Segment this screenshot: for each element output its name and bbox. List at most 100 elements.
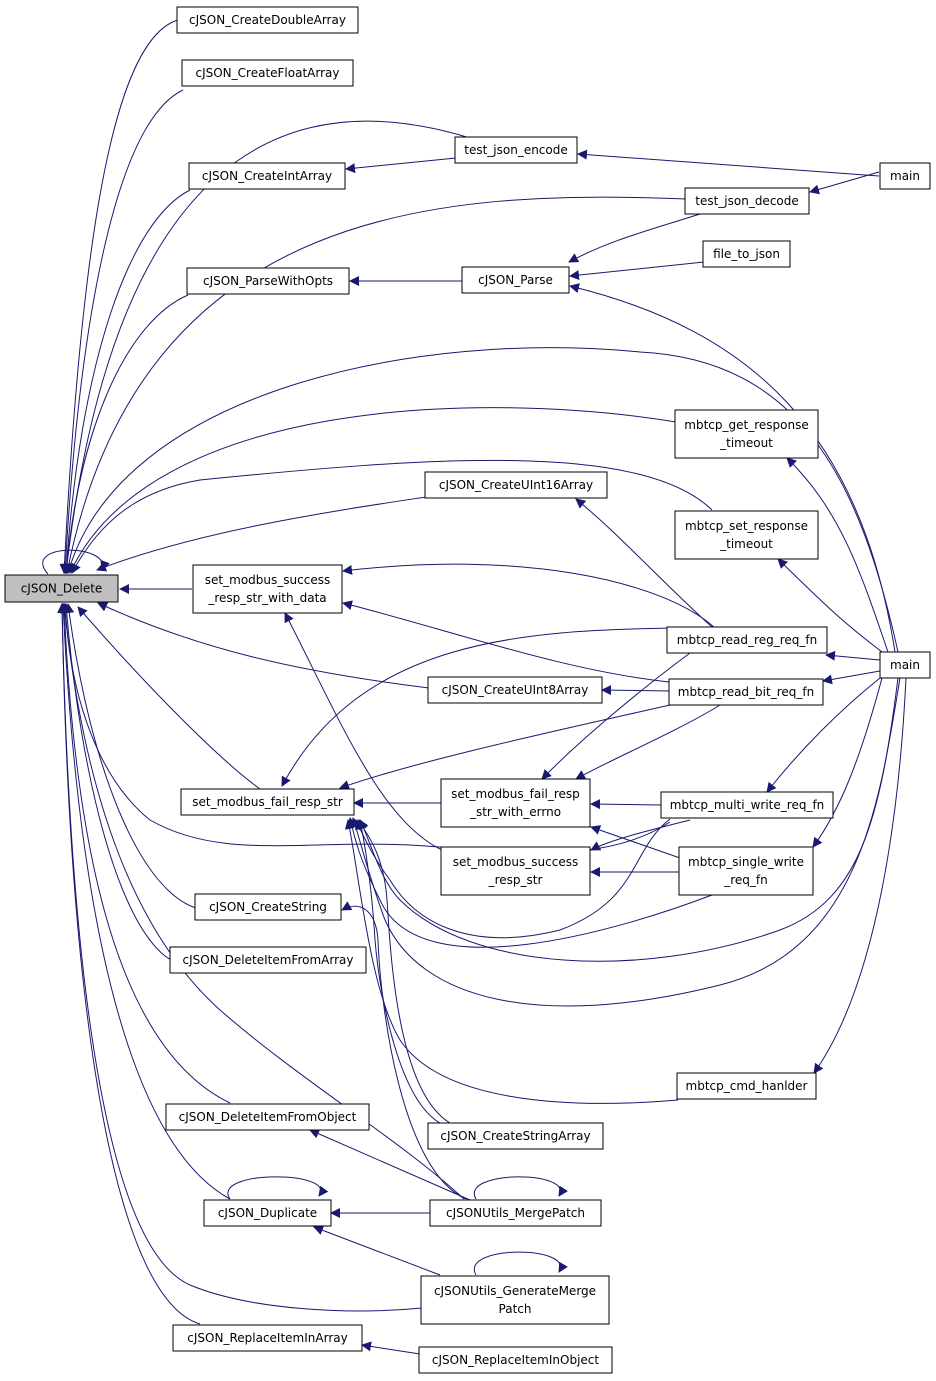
function-node-set-timeout[interactable]: mbtcp_set_response _timeout bbox=[674, 510, 819, 560]
call-edge-successResp bbox=[284, 612, 443, 851]
function-node-success-data[interactable]: set_modbus_success_resp_str_with_data bbox=[192, 564, 343, 614]
call-edge-genMerge bbox=[473, 1251, 568, 1276]
function-node-uint8[interactable]: cJSON_CreateUInt8Array bbox=[427, 676, 603, 704]
call-edge-main2 bbox=[777, 558, 883, 653]
call-edge-readReg bbox=[342, 563, 715, 628]
node-box bbox=[420, 1275, 610, 1325]
function-node-create-int[interactable]: cJSON_CreateIntArray bbox=[188, 162, 346, 190]
call-edge-jsonDecode bbox=[568, 213, 701, 263]
node-box bbox=[188, 162, 346, 190]
function-node-string-array[interactable]: cJSON_CreateStringArray bbox=[427, 1122, 604, 1150]
function-node-replace-obj[interactable]: cJSON_ReplaceItemInObject bbox=[418, 1346, 613, 1374]
node-label: set_modbus_fail_resp_str bbox=[192, 795, 343, 809]
call-edge-parseOpts bbox=[61, 294, 189, 574]
function-nodes: cJSON_Delete cJSON_CreateDoubleArray cJSON… bbox=[4, 6, 931, 1374]
function-node-create-double[interactable]: cJSON_CreateDoubleArray bbox=[176, 6, 359, 34]
function-node-success-resp[interactable]: set_modbus_success_resp_str bbox=[440, 846, 591, 896]
call-edge-singleWrite bbox=[347, 817, 713, 948]
function-node-multi-write[interactable]: mbtcp_multi_write_req_fn bbox=[660, 791, 834, 819]
call-edge-delFromArr bbox=[61, 603, 172, 961]
node-label: _str_with_errno bbox=[469, 805, 561, 819]
node-label: mbtcp_read_reg_req_fn bbox=[677, 633, 817, 647]
node-label: mbtcp_get_response bbox=[684, 418, 808, 432]
node-label: file_to_json bbox=[713, 247, 780, 261]
call-edge-genMerge bbox=[57, 603, 423, 1312]
call-edge-getTimeout bbox=[69, 407, 677, 574]
function-node-del-from-obj[interactable]: cJSON_DeleteItemFromObject bbox=[165, 1103, 370, 1131]
function-node-delete[interactable]: cJSON_Delete bbox=[4, 574, 119, 603]
call-edge-main2 bbox=[65, 347, 899, 653]
call-edge-uint16 bbox=[96, 496, 427, 572]
call-edge-main2 bbox=[825, 650, 881, 661]
function-node-duplicate[interactable]: cJSON_Duplicate bbox=[203, 1199, 332, 1227]
function-node-json-decode[interactable]: test_json_decode bbox=[684, 187, 810, 215]
call-edge-mergePatch bbox=[473, 1176, 568, 1200]
node-label: mbtcp_multi_write_req_fn bbox=[670, 798, 825, 812]
function-node-parse[interactable]: cJSON_Parse bbox=[461, 266, 570, 294]
node-label: cJSON_Duplicate bbox=[218, 1206, 317, 1220]
node-box bbox=[440, 846, 591, 896]
function-node-main2[interactable]: main bbox=[879, 651, 931, 679]
node-label: test_json_encode bbox=[464, 143, 568, 157]
function-node-del-from-arr[interactable]: cJSON_DeleteItemFromArray bbox=[169, 946, 367, 974]
call-edge-uint8 bbox=[97, 602, 430, 689]
function-node-read-reg[interactable]: mbtcp_read_reg_req_fn bbox=[666, 626, 828, 654]
call-edge-main2 bbox=[812, 677, 883, 848]
function-node-create-string[interactable]: cJSON_CreateString bbox=[194, 893, 342, 921]
function-node-cmd-handler[interactable]: mbtcp_cmd_hanlder bbox=[676, 1072, 817, 1100]
call-edge-replaceArr bbox=[57, 603, 201, 1325]
function-node-file-to-json[interactable]: file_to_json bbox=[702, 240, 791, 268]
function-node-fail-errno[interactable]: set_modbus_fail_resp_str_with_errno bbox=[440, 778, 591, 828]
function-node-create-float[interactable]: cJSON_CreateFloatArray bbox=[181, 59, 354, 87]
call-edge-genMerge bbox=[313, 1225, 441, 1276]
node-label: cJSON_CreateFloatArray bbox=[195, 66, 339, 80]
node-label: mbtcp_set_response bbox=[685, 519, 808, 533]
node-box bbox=[676, 1072, 817, 1100]
call-edge-createFloat bbox=[60, 89, 184, 574]
function-node-uint16[interactable]: cJSON_CreateUInt16Array bbox=[424, 471, 608, 499]
node-box bbox=[678, 846, 814, 896]
call-edge-mergePatch bbox=[309, 1129, 471, 1201]
function-node-parse-opts[interactable]: cJSON_ParseWithOpts bbox=[186, 267, 350, 295]
node-label: cJSON_DeleteItemFromArray bbox=[183, 953, 354, 967]
node-label: cJSON_ReplaceItemInArray bbox=[187, 1331, 347, 1345]
function-node-read-bit[interactable]: mbtcp_read_bit_req_fn bbox=[668, 678, 824, 706]
node-box bbox=[666, 626, 828, 654]
function-node-get-timeout[interactable]: mbtcp_get_response_timeout bbox=[674, 409, 819, 459]
node-label: Patch bbox=[499, 1302, 532, 1316]
node-label: mbtcp_read_bit_req_fn bbox=[678, 685, 814, 699]
function-node-json-encode[interactable]: test_json_encode bbox=[454, 136, 578, 164]
node-box bbox=[4, 574, 119, 603]
node-box bbox=[169, 946, 367, 974]
call-edge-delete bbox=[42, 549, 110, 575]
node-label: _timeout bbox=[719, 537, 773, 551]
call-edge-multiWrite bbox=[590, 819, 691, 851]
node-box bbox=[429, 1199, 602, 1227]
call-edge-createInt bbox=[61, 189, 191, 574]
node-box bbox=[180, 788, 355, 816]
call-edge-delFromObj bbox=[59, 603, 231, 1104]
node-label: cJSON_CreateString bbox=[209, 900, 327, 914]
call-edge-fileToJson bbox=[569, 261, 705, 281]
function-node-replace-arr[interactable]: cJSON_ReplaceItemInArray bbox=[172, 1324, 363, 1352]
function-node-single-write[interactable]: mbtcp_single_write_req_fn bbox=[678, 846, 814, 896]
call-edge-jsonDecode bbox=[63, 196, 687, 574]
call-edge-jsonEncode bbox=[345, 157, 457, 174]
node-label: cJSONUtils_GenerateMerge bbox=[434, 1284, 596, 1298]
node-box bbox=[186, 267, 350, 295]
call-edge-readReg bbox=[575, 498, 713, 628]
node-box bbox=[674, 409, 819, 459]
call-edge-replaceObj bbox=[361, 1341, 421, 1355]
node-box bbox=[440, 778, 591, 828]
call-edge-main2 bbox=[786, 457, 889, 653]
node-box bbox=[879, 651, 931, 679]
call-edge-multiWrite bbox=[355, 818, 671, 939]
node-label: mbtcp_cmd_hanlder bbox=[686, 1079, 808, 1093]
node-label: _req_fn bbox=[723, 873, 768, 887]
node-label: cJSON_CreateStringArray bbox=[440, 1129, 590, 1143]
function-node-merge-patch[interactable]: cJSONUtils_MergePatch bbox=[429, 1199, 602, 1227]
call-edge-failResp bbox=[77, 606, 261, 790]
function-node-main1[interactable]: main bbox=[879, 162, 931, 190]
function-node-fail-resp[interactable]: set_modbus_fail_resp_str bbox=[180, 788, 355, 816]
